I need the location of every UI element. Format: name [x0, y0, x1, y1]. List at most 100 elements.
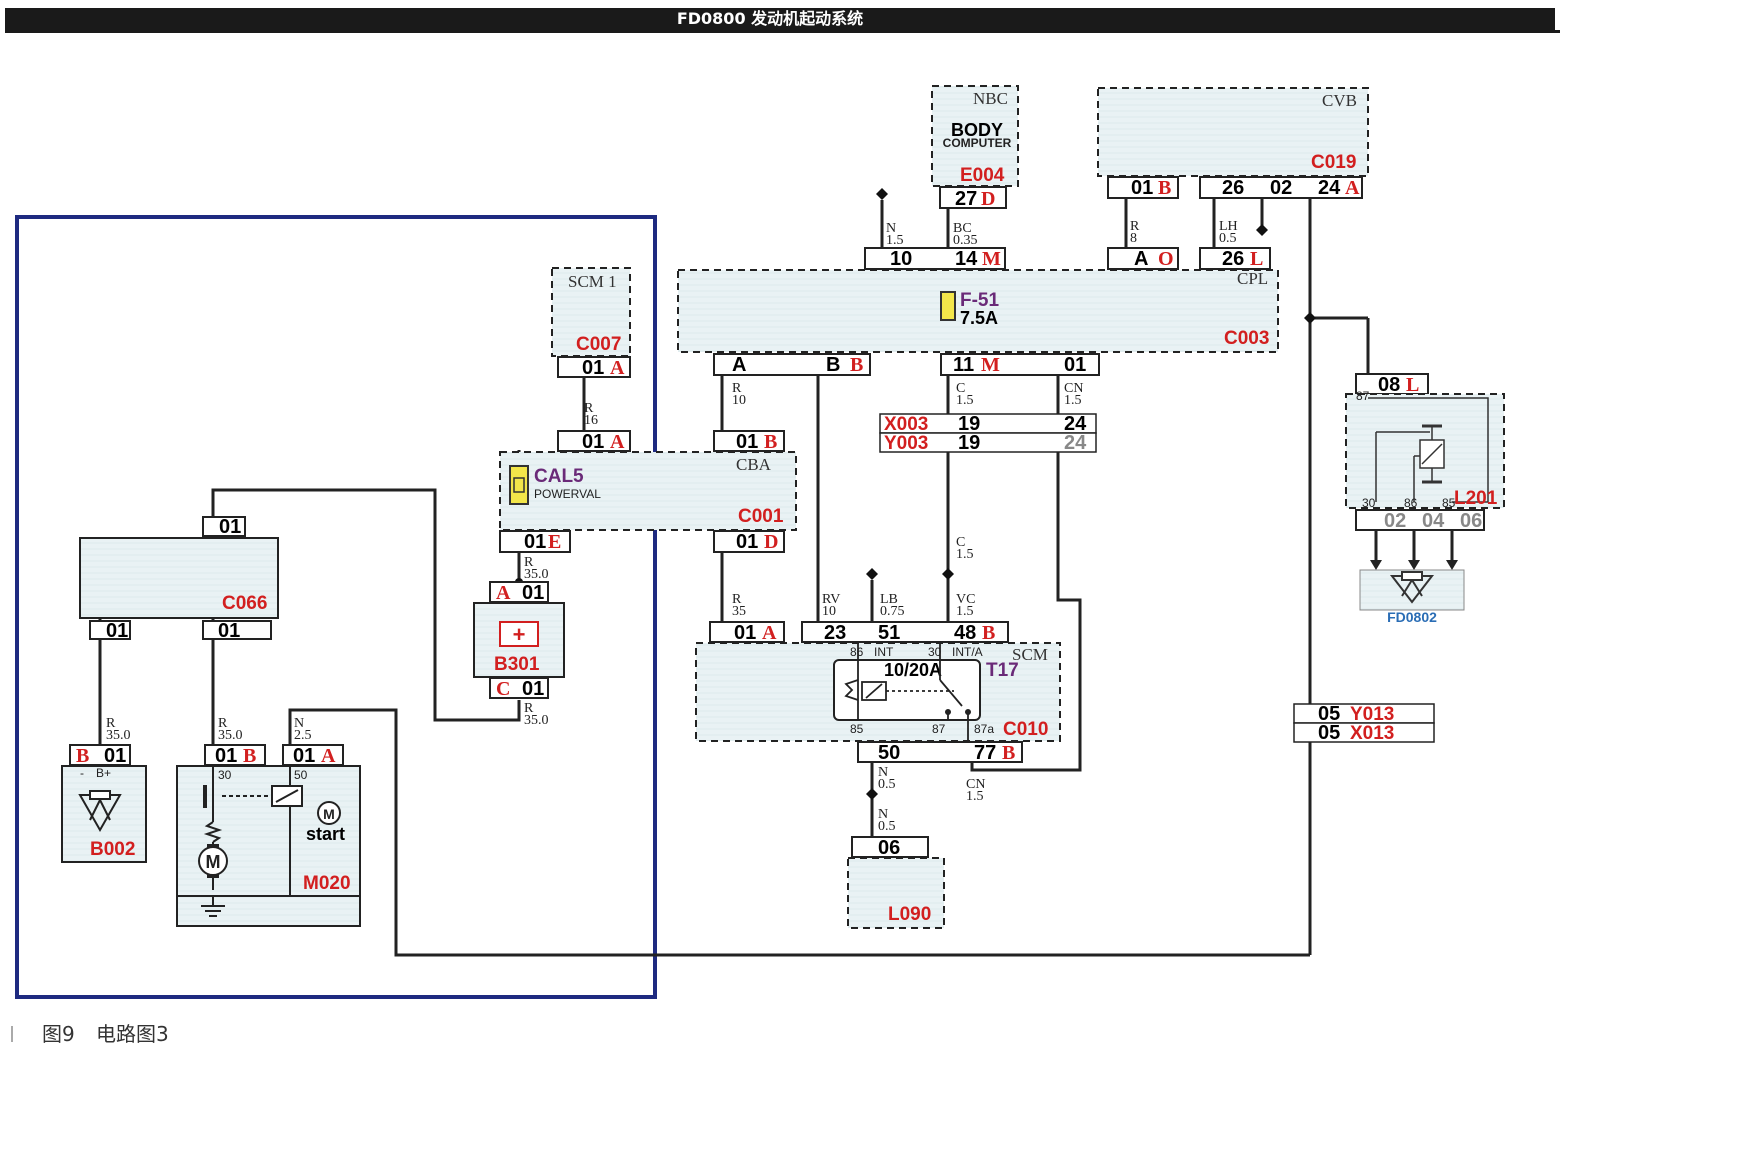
pin-label: 01	[522, 678, 544, 700]
x013-label: X013	[1350, 723, 1394, 744]
starter-motor-circuit	[201, 766, 303, 917]
pin-label: 24	[1064, 432, 1087, 454]
splice-diamond	[1304, 312, 1316, 324]
l201-label: L201	[1454, 488, 1498, 509]
c003-label: C003	[1224, 328, 1269, 349]
connector	[713, 353, 871, 376]
pin-85-label: 85	[1442, 496, 1456, 510]
pin-label: B	[826, 354, 840, 376]
pin-label: 48	[954, 622, 976, 644]
wire-color: C	[956, 535, 965, 550]
cvb-module	[1097, 87, 1369, 177]
wire-gauge: 35.0	[524, 713, 549, 728]
wire-color: R	[732, 381, 742, 396]
l090-module	[847, 857, 945, 929]
header-bar	[5, 8, 1555, 30]
pin-color: B	[1002, 742, 1015, 764]
wire-color: C	[956, 381, 965, 396]
pin-label: 06	[878, 837, 900, 859]
wire-gauge: 35.0	[524, 567, 549, 582]
c066-module	[79, 537, 279, 619]
b002-module	[61, 765, 147, 863]
scm1-module	[551, 267, 631, 357]
pin-label: 05	[1318, 703, 1340, 725]
pin-color: B	[76, 745, 89, 767]
c007-label: C007	[576, 334, 621, 355]
pin-label: 02	[1270, 177, 1292, 199]
pin-label: 01	[1131, 177, 1153, 199]
wire-color: R	[106, 716, 116, 731]
pin-label: 01	[293, 745, 315, 767]
nbc-module	[931, 85, 1019, 187]
pin-color: A	[762, 622, 777, 644]
pin-color: O	[1158, 248, 1174, 270]
wire-color: LB	[880, 592, 898, 607]
motor-symbol: M	[206, 852, 221, 872]
int-a-label: INT/A	[952, 645, 983, 659]
wire-gauge: 2.5	[294, 728, 312, 743]
connector	[857, 741, 1023, 763]
pin-label: 06	[1460, 510, 1482, 532]
connector	[713, 430, 785, 452]
wire-gauge: 16	[584, 413, 598, 428]
splice-diamond	[866, 788, 878, 800]
wire-gauge: 1.5	[956, 393, 974, 408]
nbc-label: NBC	[973, 89, 1008, 108]
connector	[1355, 509, 1485, 531]
pin-85-label: 85	[850, 722, 864, 736]
splice-diamond	[1256, 224, 1268, 236]
pin-color: C	[496, 678, 510, 700]
pin-color: D	[981, 188, 995, 210]
pin-label: 01	[582, 357, 604, 379]
pin-label: 26	[1222, 177, 1244, 199]
pin-label: 50	[878, 742, 900, 764]
pin-86-label: 86	[850, 645, 864, 659]
pin-label: 01	[734, 622, 756, 644]
pin-color: A	[321, 745, 336, 767]
connector	[1199, 176, 1363, 199]
pin-color: L	[1406, 374, 1419, 396]
connector	[1107, 247, 1179, 270]
wire-color: R	[524, 555, 534, 570]
connector	[939, 186, 1007, 209]
pin-label: 23	[824, 622, 846, 644]
wire-color: LH	[1219, 219, 1238, 234]
pin-label: 02	[1384, 510, 1406, 532]
pin-label: 01	[522, 582, 544, 604]
pin-label: 01	[736, 431, 758, 453]
pin-label: 01	[106, 620, 128, 642]
minus-label: -	[80, 766, 84, 780]
body-sub-label: COMPUTER	[943, 136, 1012, 150]
wire-gauge: 0.35	[953, 233, 978, 248]
wire-gauge: 0.5	[878, 819, 896, 834]
pin-label: 10	[890, 248, 912, 270]
pin-label: 14	[955, 248, 978, 270]
wire-color: R	[524, 701, 534, 716]
relay-rating: 10/20A	[884, 660, 942, 680]
bplus-label: B+	[96, 766, 111, 780]
figure-caption: 电路图3	[96, 1022, 169, 1046]
wire-gauge: 10	[732, 393, 746, 408]
pin-label: 04	[1422, 510, 1445, 532]
pin-color: A	[1345, 177, 1360, 199]
connector	[713, 530, 785, 553]
int-label: INT	[874, 645, 894, 659]
pin-label: 08	[1378, 374, 1400, 396]
pin-87-label: 87	[932, 722, 946, 736]
connector	[499, 530, 571, 553]
connector	[489, 677, 549, 699]
wire-color: N	[878, 765, 888, 780]
x003-label: X003	[884, 414, 928, 435]
pin-label: 01	[582, 431, 604, 453]
pin-label: 27	[955, 188, 977, 210]
pin-label: 01	[736, 531, 758, 553]
pin-label: 01	[1064, 354, 1086, 376]
wire-gauge: 8	[1130, 231, 1137, 246]
ground-triangle-icon	[78, 790, 122, 833]
pin-label: A	[1134, 248, 1148, 270]
wire-color: R	[732, 592, 742, 607]
cvb-label: CVB	[1322, 91, 1357, 110]
wire-gauge: 35	[732, 604, 746, 619]
connector	[202, 516, 246, 537]
m020-label: M020	[303, 873, 351, 894]
